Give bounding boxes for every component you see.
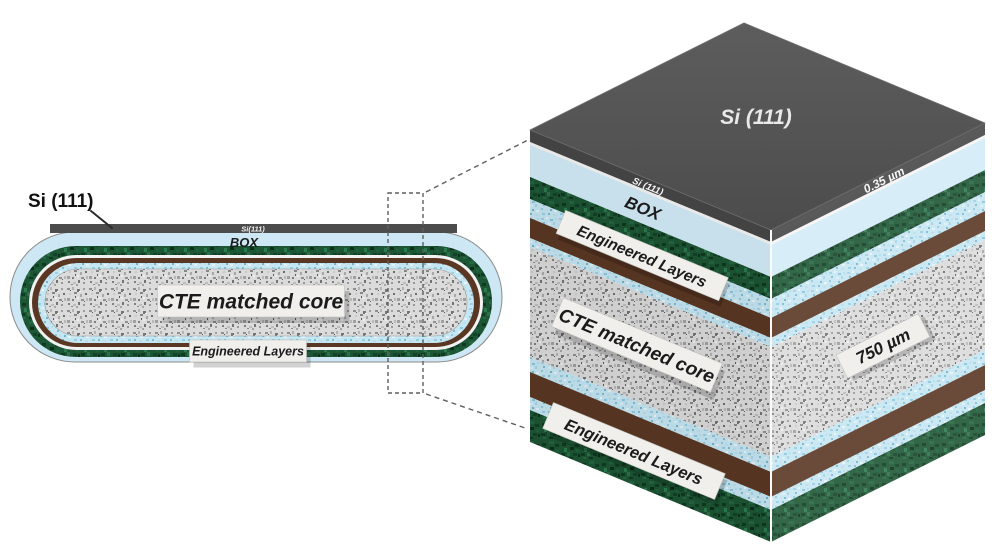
wafer-box-label: BOX <box>230 235 260 250</box>
wafer-callout-leader-line <box>90 210 113 229</box>
cube-layer-box <box>530 138 985 277</box>
wafer-engineered-label-box <box>189 339 307 363</box>
cube-core-label-box <box>551 297 723 393</box>
magnifier-dashed-rect <box>387 192 424 394</box>
wafer-si-layer-label: Si(111) <box>241 225 265 234</box>
cube-top-face-si <box>529 22 986 231</box>
cube-layer-brown-1 <box>530 211 985 338</box>
cube-core-thickness-label-box <box>835 313 931 379</box>
wafer-si-layer-bar <box>50 224 457 233</box>
cube-right-face-shade <box>771 123 985 542</box>
wafer-core-label-text: CTE matched core <box>159 291 344 314</box>
cube-top-face-label: Si (111) <box>720 106 792 129</box>
wafer-core-label-box <box>157 284 345 318</box>
wafer-callout-label: Si (111) <box>28 191 94 212</box>
wafer-engineered-label-text: Engineered Layers <box>192 345 304 359</box>
magnified-stack-cube: Si (111) Si (111) BOX Engineered Layers … <box>529 22 986 542</box>
wafer-cross-section: Si(111) BOX Si (111) CTE matched core En… <box>9 139 529 430</box>
wafer-core-label: CTE matched core <box>157 284 350 323</box>
dashed-connector-top <box>425 139 529 193</box>
cube-layer-engineered-bottom <box>530 403 985 542</box>
dashed-connector-bottom <box>425 393 529 430</box>
cube-engineered-bottom-label-box <box>542 402 726 500</box>
wafer-engineered-label: Engineered Layers <box>189 339 311 368</box>
cube-layer-core <box>530 240 985 457</box>
cube-engineered-top-label-box <box>555 209 729 302</box>
